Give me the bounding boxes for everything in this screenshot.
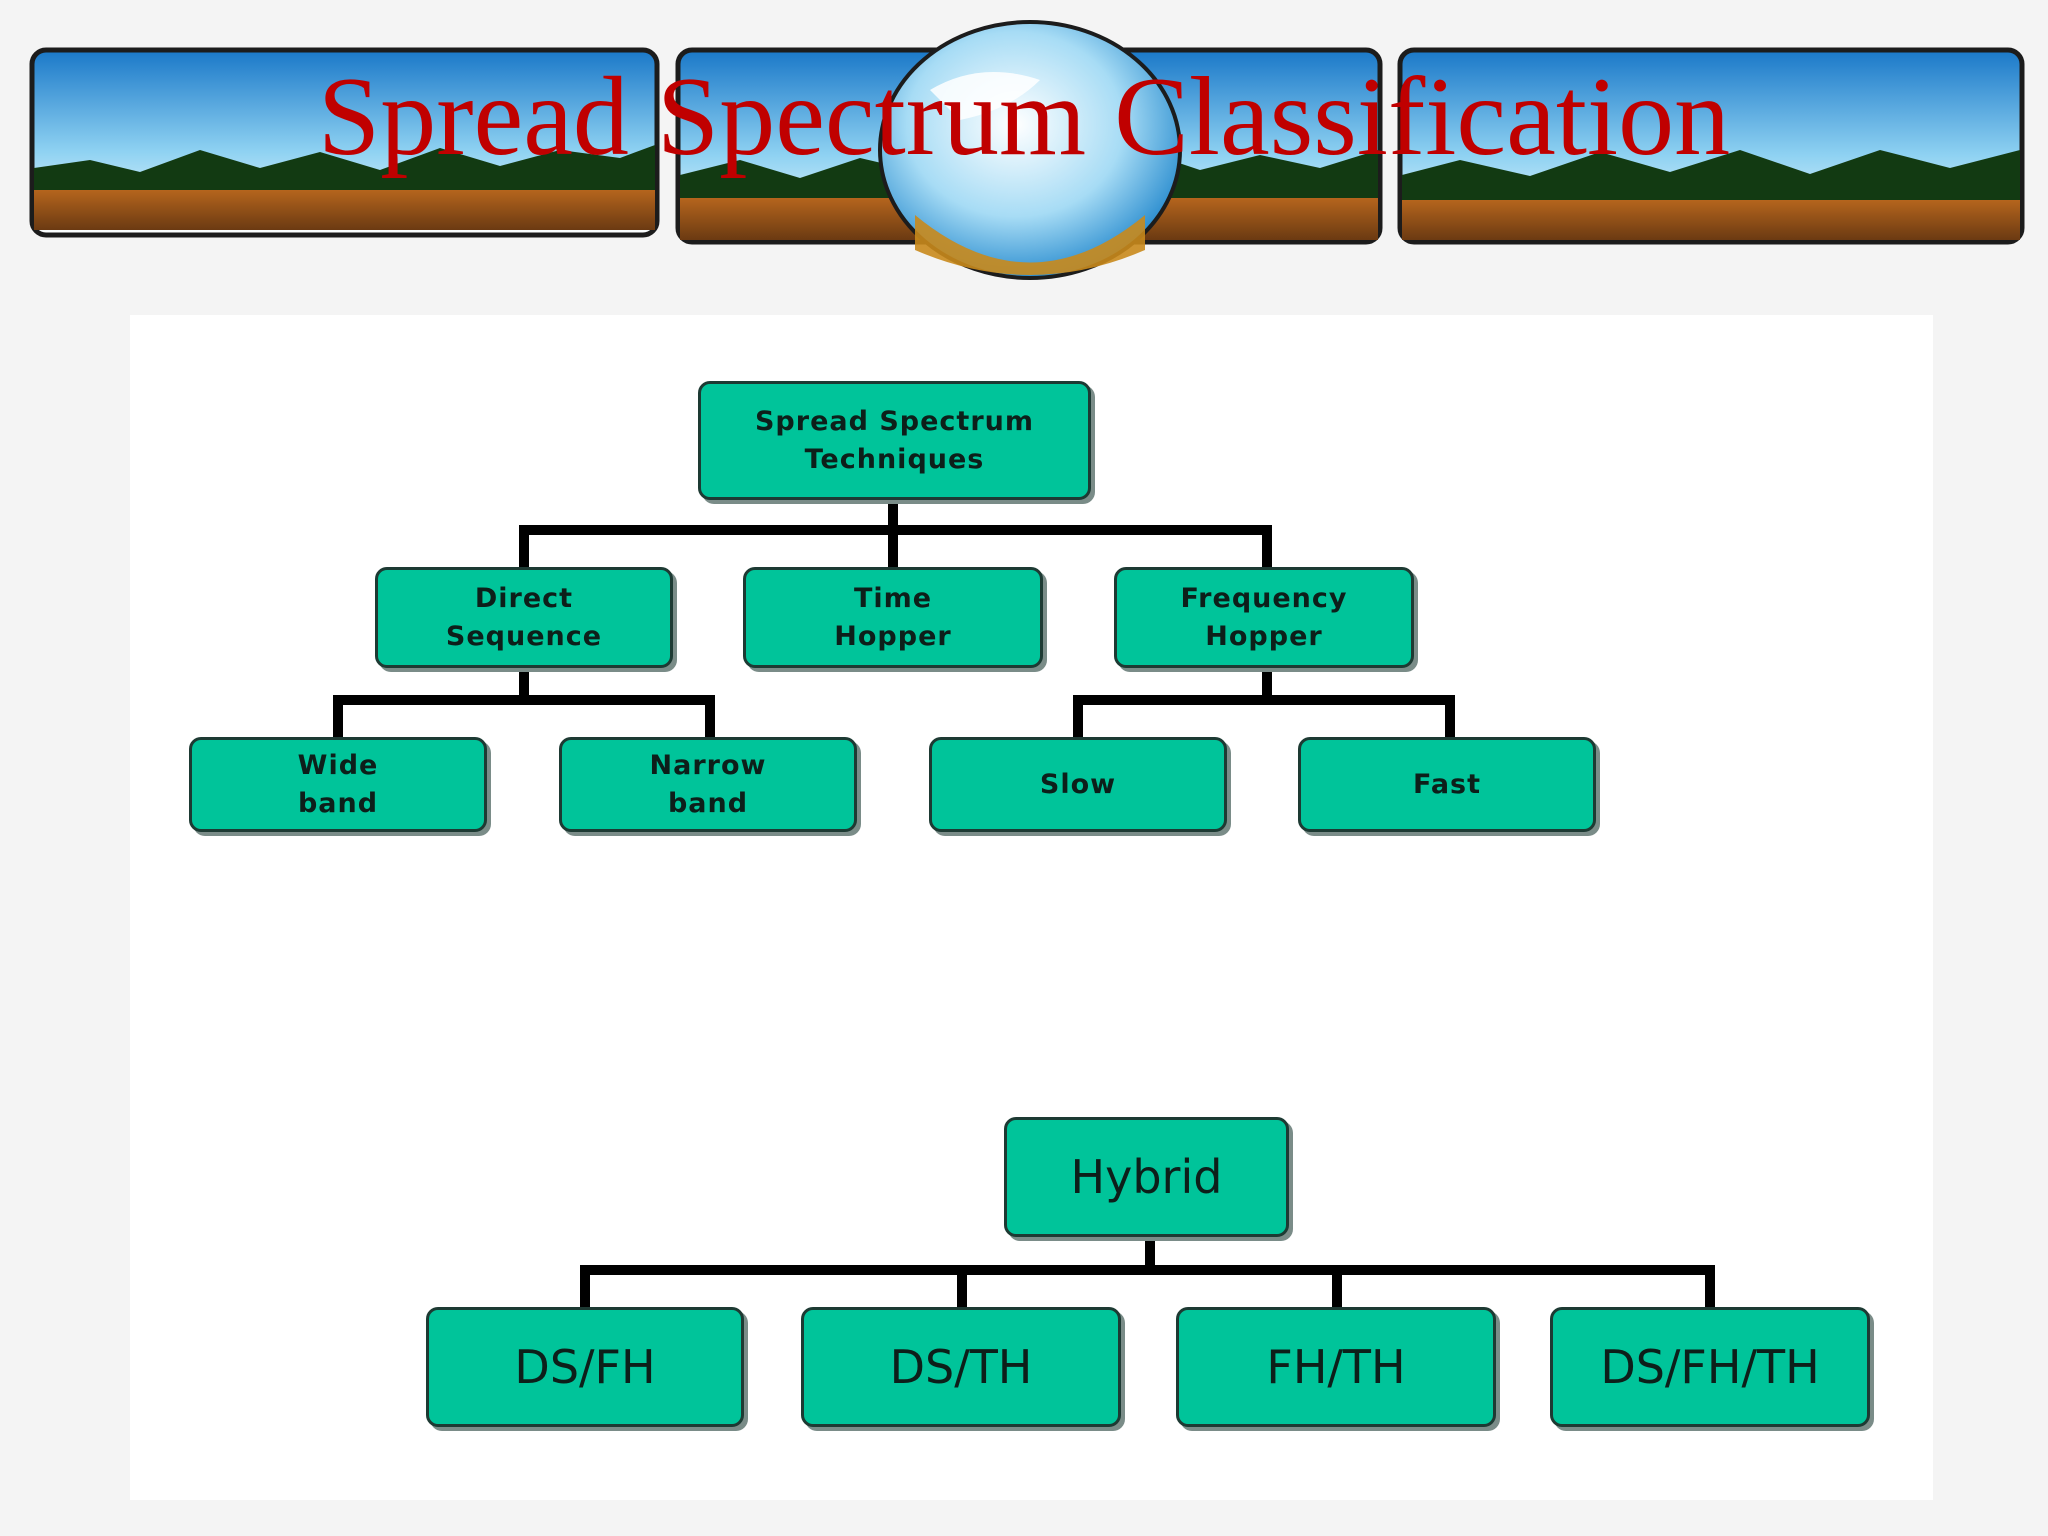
node-label: Fast (1412, 768, 1482, 800)
node-spread-spectrum-techniques: Spread Spectrum Techniques (698, 381, 1091, 500)
node-label: Frequency Hopper (1180, 582, 1348, 652)
connector-lines (333, 495, 1715, 1312)
node-label: Slow (1039, 768, 1117, 800)
slide-title: Spread Spectrum Classification (317, 55, 1731, 179)
node-slow: Slow (929, 737, 1227, 832)
landscape-panel-left (29, 47, 660, 238)
globe-graphic (878, 20, 1182, 280)
node-label: DS/FH/TH (1600, 1340, 1820, 1394)
node-ds-fh-th: DS/FH/TH (1550, 1307, 1870, 1427)
node-label: Time Hopper (834, 582, 952, 652)
node-label: Hybrid (1070, 1150, 1223, 1204)
node-time-hopper: Time Hopper (743, 567, 1043, 668)
node-fh-th: FH/TH (1176, 1307, 1496, 1427)
node-label: Direct Sequence (445, 582, 603, 652)
node-direct-sequence: Direct Sequence (375, 567, 673, 668)
node-frequency-hopper: Frequency Hopper (1114, 567, 1414, 668)
node-label: Wide band (297, 749, 379, 819)
landscape-panel-right (1397, 47, 2025, 245)
node-label: DS/TH (889, 1340, 1033, 1394)
node-label: Narrow band (649, 749, 767, 819)
title-banner (29, 20, 2025, 280)
node-wide-band: Wide band (189, 737, 487, 832)
node-label: FH/TH (1266, 1340, 1406, 1394)
node-hybrid: Hybrid (1004, 1117, 1289, 1237)
node-label: DS/FH (514, 1340, 656, 1394)
node-narrow-band: Narrow band (559, 737, 857, 832)
node-label: Spread Spectrum Techniques (754, 405, 1034, 475)
diagram-panel: Spread Spectrum Techniques Direct Sequen… (130, 315, 1933, 1500)
node-fast: Fast (1298, 737, 1596, 832)
node-ds-th: DS/TH (801, 1307, 1121, 1427)
node-ds-fh: DS/FH (426, 1307, 744, 1427)
